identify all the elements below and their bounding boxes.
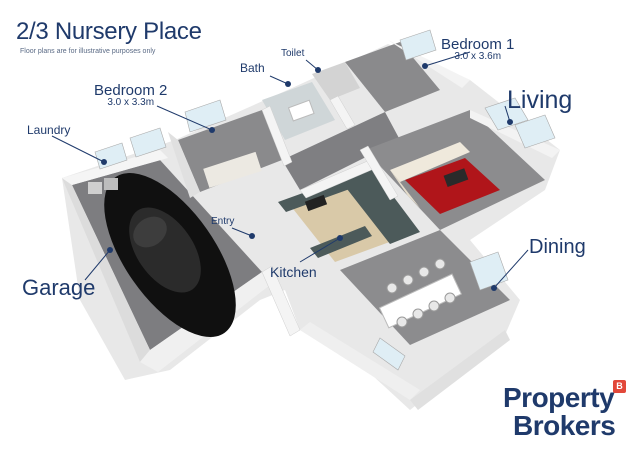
- kitchen-counter-front: [310, 226, 372, 258]
- label-bedroom1-name: Bedroom 1: [441, 36, 515, 53]
- dining-table: [378, 273, 462, 329]
- label-bedroom2-dims: 3.0 x 3.3m: [107, 97, 155, 108]
- dining-wall-right: [410, 330, 510, 410]
- leader-lines: [51, 51, 529, 289]
- label-bedroom2: Bedroom 2 3.0 x 3.3m: [94, 82, 167, 108]
- bath-tub: [287, 99, 315, 122]
- kitchen-counter-back: [278, 176, 358, 212]
- windows: [94, 29, 556, 371]
- laundry-appliance: [88, 182, 102, 194]
- label-kitchen: Kitchen: [270, 264, 317, 280]
- bedroom2-floor: [178, 110, 282, 192]
- hallway-floor: [282, 112, 400, 190]
- kitchen-counter-island: [340, 168, 420, 244]
- label-bedroom2-name: Bedroom 2: [94, 82, 168, 99]
- living-wall-right: [470, 110, 560, 158]
- living-coffee-table: [443, 168, 469, 188]
- laundry-tub: [104, 178, 118, 190]
- label-living: Living: [507, 86, 573, 114]
- brand-badge-icon: B: [613, 380, 626, 393]
- page-subtitle: Floor plans are for illustrative purpose…: [20, 48, 156, 55]
- brand-line2: Brokers: [513, 410, 616, 441]
- dining-wall-front: [300, 322, 420, 400]
- bedroom2-wall: [168, 132, 200, 198]
- car: [104, 173, 236, 337]
- label-bath: Bath: [240, 61, 265, 75]
- living-rug: [405, 158, 500, 214]
- kitchen-cooktop: [304, 194, 328, 212]
- dining-chairs: [386, 258, 456, 328]
- label-garage: Garage: [22, 275, 96, 300]
- bedroom1-floor: [345, 42, 440, 112]
- label-dining: Dining: [529, 236, 586, 258]
- label-bedroom1-dims: 3.0 x 3.6m: [454, 51, 502, 62]
- brand-line1: Property: [503, 382, 615, 413]
- page-title: 2/3 Nursery Place: [16, 18, 202, 45]
- interior-walls: [261, 95, 399, 337]
- garage-wall-left: [62, 178, 150, 362]
- toilet-floor: [312, 62, 360, 100]
- leader-dots: [101, 63, 513, 291]
- brand-logo: Property Brokers: [503, 382, 616, 441]
- label-laundry: Laundry: [27, 123, 71, 137]
- living-sofa-side: [390, 170, 420, 208]
- living-sofa: [390, 142, 470, 182]
- label-toilet: Toilet: [281, 48, 305, 59]
- label-entry: Entry: [211, 216, 235, 227]
- label-bedroom1: Bedroom 1 3.0 x 3.6m: [441, 36, 514, 62]
- bedroom2-bed: [203, 151, 262, 188]
- garage-wall-back: [62, 150, 168, 185]
